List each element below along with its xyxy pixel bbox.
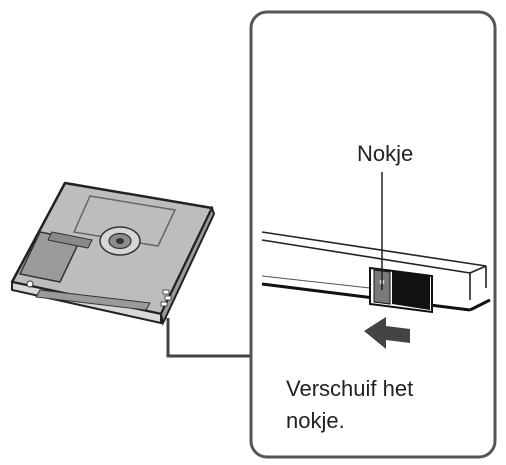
magnified-disc-edge	[261, 231, 491, 312]
magnified-panel	[249, 10, 497, 459]
write-protect-tab	[369, 266, 433, 314]
slide-left-arrow-icon	[364, 317, 410, 349]
instruction-line-1: Verschuif het	[286, 376, 413, 401]
tab-label: Nokje	[357, 141, 413, 166]
instruction-line-2: nokje.	[286, 408, 345, 433]
minidisc-icon	[10, 181, 216, 327]
connector-line	[166, 318, 252, 358]
